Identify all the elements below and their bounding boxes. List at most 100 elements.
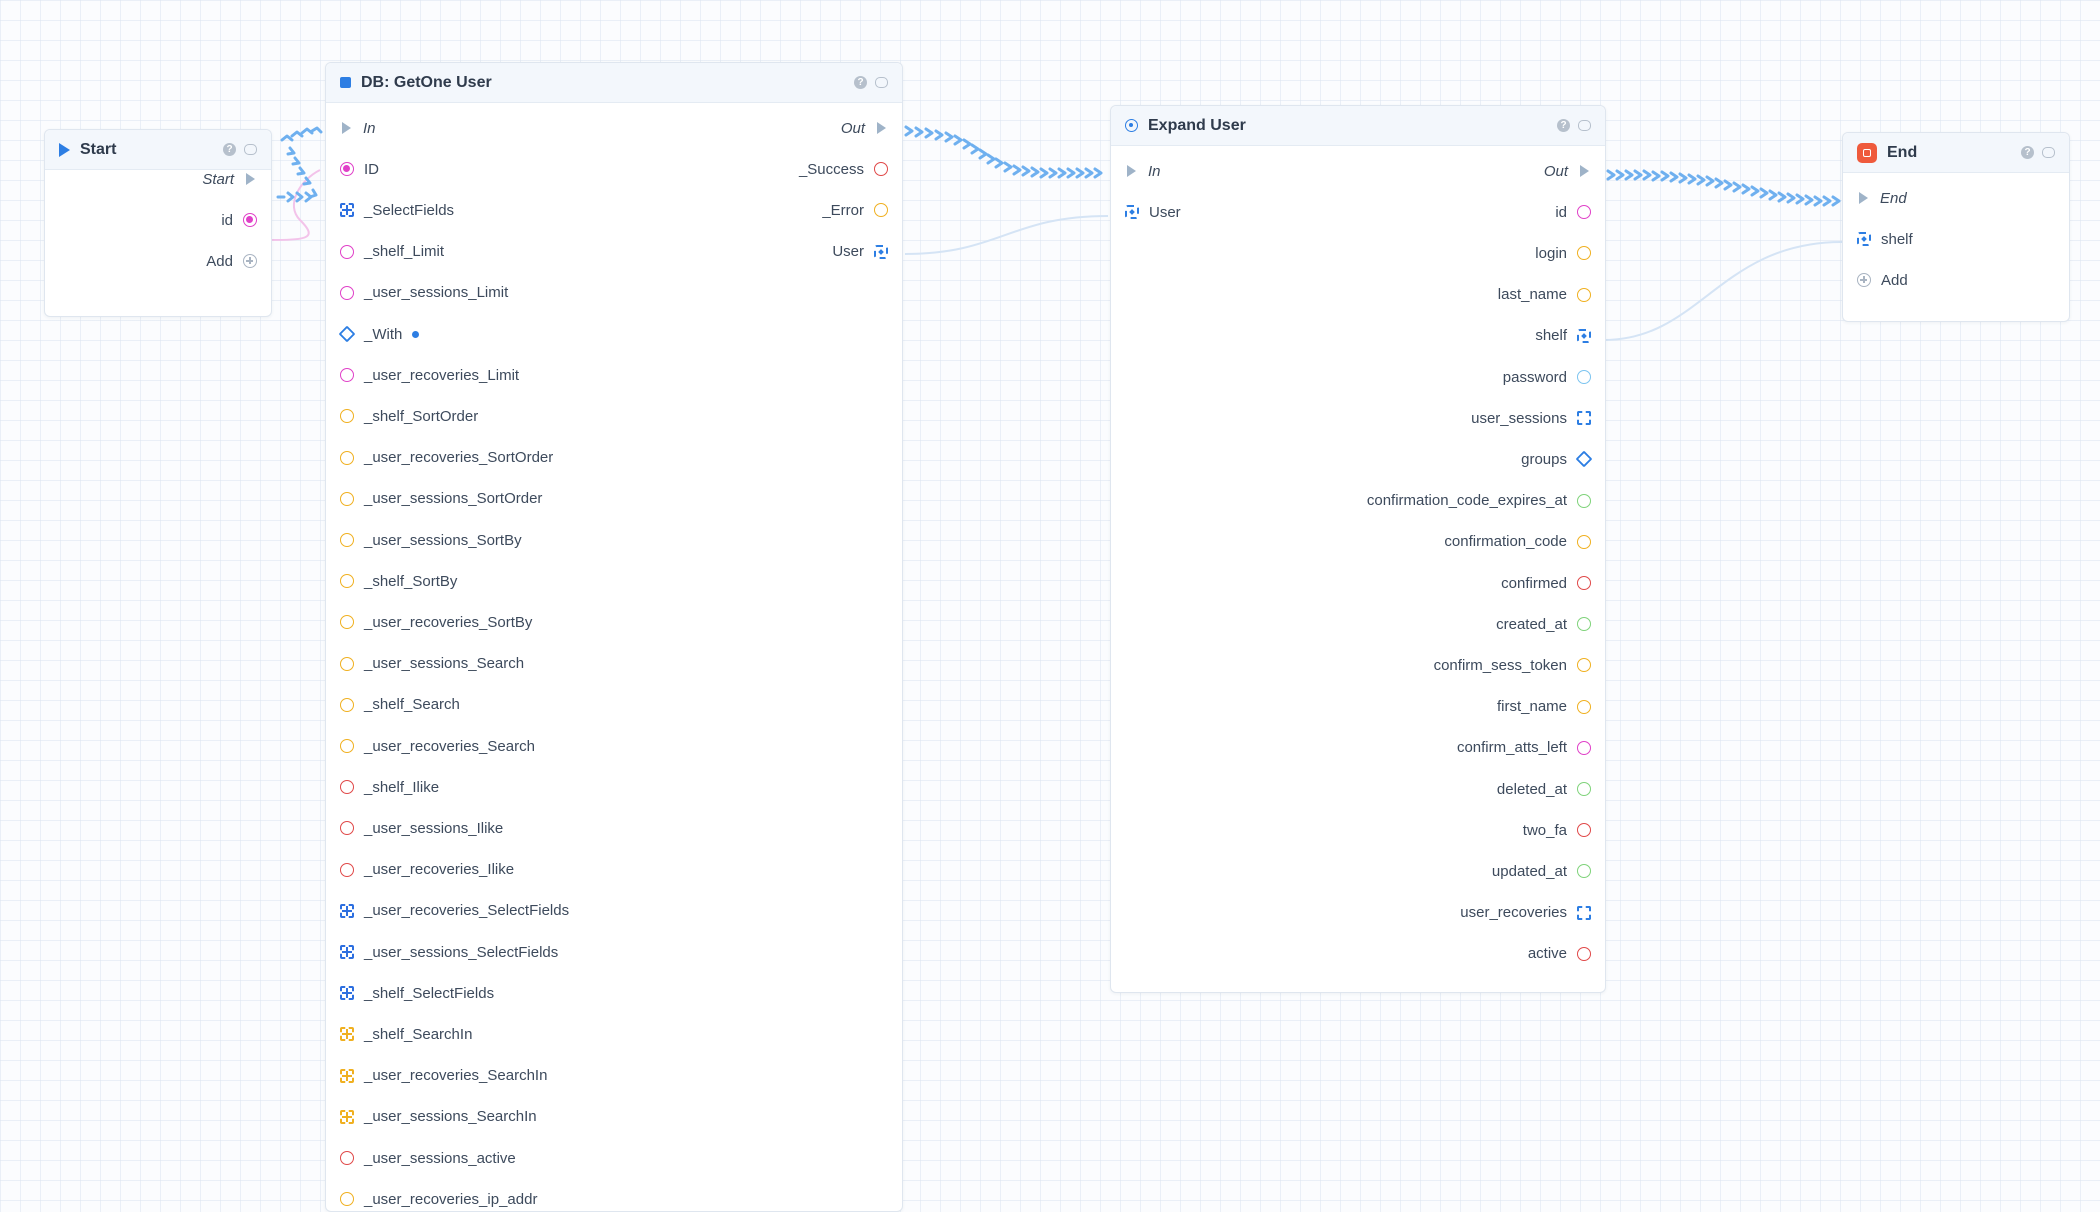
- grid-pin-icon[interactable]: [340, 1109, 354, 1124]
- obj-pin-icon[interactable]: [1577, 328, 1591, 343]
- output-pin-row[interactable]: user_sessions: [1471, 407, 1591, 429]
- input-pin-row[interactable]: _shelf_Search: [340, 694, 460, 716]
- exec-pin-icon[interactable]: [246, 173, 255, 185]
- circle-pin-icon[interactable]: [1577, 658, 1591, 673]
- comment-icon[interactable]: [244, 144, 257, 155]
- comment-icon[interactable]: [875, 77, 888, 88]
- add-pin-icon[interactable]: [1857, 273, 1871, 288]
- input-pin-row[interactable]: _user_recoveries_Search: [340, 735, 535, 757]
- output-pin-row[interactable]: confirm_atts_left: [1457, 737, 1591, 759]
- input-pin-row[interactable]: _shelf_SortBy: [340, 570, 457, 592]
- input-pin-row[interactable]: shelf: [1857, 228, 1913, 250]
- help-icon[interactable]: ?: [854, 76, 867, 89]
- circle-pin-icon[interactable]: [340, 285, 354, 300]
- circle-pin-icon[interactable]: [1577, 534, 1591, 549]
- input-pin-row[interactable]: _user_recoveries_Ilike: [340, 859, 514, 881]
- output-pin-row[interactable]: login: [1535, 242, 1591, 264]
- input-pin-row[interactable]: _user_sessions_active: [340, 1147, 516, 1169]
- output-pin-row[interactable]: password: [1503, 366, 1591, 388]
- circle-pin-icon[interactable]: [340, 697, 354, 712]
- circle-pin-icon[interactable]: [1577, 576, 1591, 590]
- output-pin-row[interactable]: Start: [202, 168, 257, 190]
- circle-pin-icon[interactable]: [1577, 782, 1591, 796]
- circle-pin-icon[interactable]: [874, 162, 888, 177]
- output-pin-row[interactable]: Out: [1544, 160, 1591, 182]
- circle-pin-icon[interactable]: [1577, 740, 1591, 755]
- circle-pin-icon[interactable]: [1577, 946, 1591, 961]
- dot-pin-icon[interactable]: [243, 213, 257, 228]
- dot-pin-icon[interactable]: [340, 162, 354, 177]
- input-pin-row[interactable]: _SelectFields: [340, 199, 454, 221]
- add-pin-icon[interactable]: [243, 254, 257, 269]
- input-pin-row[interactable]: End: [1857, 187, 1907, 209]
- circle-pin-icon[interactable]: [340, 1151, 354, 1165]
- output-pin-row[interactable]: active: [1528, 943, 1591, 965]
- obj-pin-icon[interactable]: [1125, 205, 1139, 220]
- circle-pin-icon[interactable]: [1577, 617, 1591, 632]
- output-pin-row[interactable]: shelf: [1535, 325, 1591, 347]
- input-pin-row[interactable]: ID: [340, 158, 379, 180]
- output-pin-row[interactable]: User: [832, 241, 888, 263]
- circle-pin-icon[interactable]: [340, 244, 354, 259]
- input-pin-row[interactable]: _shelf_Ilike: [340, 776, 439, 798]
- input-pin-row[interactable]: _user_recoveries_SelectFields: [340, 900, 569, 922]
- input-pin-row[interactable]: _user_sessions_Ilike: [340, 817, 503, 839]
- output-pin-row[interactable]: Add: [206, 250, 257, 272]
- exec-pin-icon[interactable]: [1859, 192, 1868, 204]
- output-pin-row[interactable]: confirmation_code_expires_at: [1367, 490, 1591, 512]
- input-pin-row[interactable]: _user_sessions_SortOrder: [340, 488, 542, 510]
- circle-pin-icon[interactable]: [340, 656, 354, 671]
- input-pin-row[interactable]: _user_sessions_SelectFields: [340, 941, 558, 963]
- circle-pin-icon[interactable]: [340, 574, 354, 589]
- grid-pin-icon[interactable]: [340, 903, 354, 918]
- input-pin-row[interactable]: _With: [338, 323, 420, 345]
- input-pin-row[interactable]: _user_sessions_SearchIn: [340, 1106, 537, 1128]
- exec-pin-icon[interactable]: [342, 122, 351, 134]
- circle-pin-icon[interactable]: [340, 450, 354, 465]
- exec-pin-icon[interactable]: [1127, 165, 1136, 177]
- input-pin-row[interactable]: _user_recoveries_SearchIn: [340, 1065, 547, 1087]
- input-pin-row[interactable]: _user_sessions_SortBy: [340, 529, 522, 551]
- start-node-header[interactable]: Start ?: [45, 130, 271, 170]
- grid-pin-icon[interactable]: [340, 203, 354, 218]
- output-pin-row[interactable]: _Error: [822, 199, 888, 221]
- grid-pin-icon[interactable]: [340, 986, 354, 1001]
- circle-pin-icon[interactable]: [340, 821, 354, 836]
- circle-pin-icon[interactable]: [340, 368, 354, 383]
- output-pin-row[interactable]: updated_at: [1492, 860, 1591, 882]
- grid-pin-icon[interactable]: [340, 945, 354, 959]
- input-pin-row[interactable]: _user_recoveries_ip_addr: [340, 1188, 537, 1210]
- input-pin-row[interactable]: _shelf_Limit: [340, 241, 444, 263]
- circle-pin-icon[interactable]: [340, 1192, 354, 1207]
- input-pin-row[interactable]: _user_recoveries_SortBy: [340, 611, 532, 633]
- db-node-header[interactable]: DB: GetOne User ?: [326, 63, 902, 103]
- comment-icon[interactable]: [1578, 120, 1591, 131]
- obj-pin-icon[interactable]: [874, 244, 888, 259]
- input-pin-row[interactable]: User: [1125, 201, 1181, 223]
- output-pin-row[interactable]: confirmed: [1501, 572, 1591, 594]
- output-pin-row[interactable]: Out: [841, 117, 888, 139]
- help-icon[interactable]: ?: [1557, 119, 1570, 132]
- comment-icon[interactable]: [2042, 147, 2055, 158]
- diamond-pin-icon[interactable]: [1575, 450, 1593, 468]
- circle-pin-icon[interactable]: [1577, 699, 1591, 714]
- obj-pin-icon[interactable]: [1857, 232, 1871, 247]
- circle-pin-icon[interactable]: [1577, 246, 1591, 261]
- circle-pin-icon[interactable]: [1577, 823, 1591, 838]
- circle-pin-icon[interactable]: [1577, 370, 1591, 384]
- output-pin-row[interactable]: groups: [1521, 448, 1593, 470]
- help-icon[interactable]: ?: [223, 143, 236, 156]
- input-pin-row[interactable]: In: [1125, 160, 1161, 182]
- output-pin-row[interactable]: created_at: [1496, 613, 1591, 635]
- input-pin-row[interactable]: In: [340, 117, 376, 139]
- bracket-pin-icon[interactable]: [1577, 411, 1591, 426]
- input-pin-row[interactable]: _shelf_SearchIn: [340, 1023, 472, 1045]
- output-pin-row[interactable]: first_name: [1497, 696, 1591, 718]
- help-icon[interactable]: ?: [2021, 146, 2034, 159]
- input-pin-row[interactable]: _shelf_SelectFields: [340, 982, 494, 1004]
- expand-node-header[interactable]: Expand User ?: [1111, 106, 1605, 146]
- circle-pin-icon[interactable]: [1577, 864, 1591, 879]
